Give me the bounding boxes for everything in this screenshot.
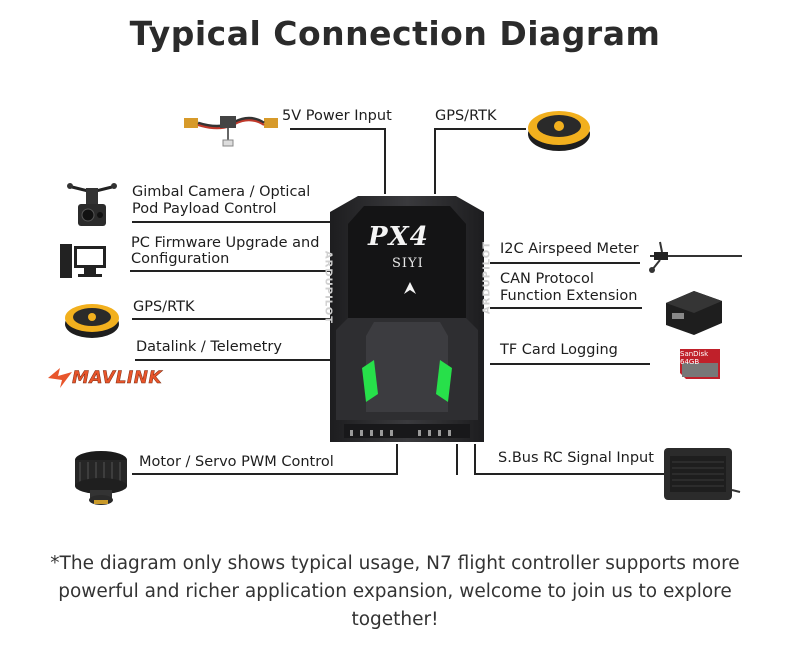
label-can-2: Function Extension bbox=[500, 288, 638, 304]
label-pc-2: Configuration bbox=[131, 251, 230, 267]
label-gimbal-2: Pod Payload Control bbox=[132, 201, 277, 217]
line-i2c bbox=[490, 262, 640, 264]
label-can-1: CAN Protocol bbox=[500, 271, 594, 287]
line-power bbox=[290, 128, 385, 130]
line-sbus-v bbox=[474, 444, 476, 475]
mavlink-wordmark: MAVLINK bbox=[72, 368, 163, 389]
line-sbus bbox=[474, 473, 664, 475]
can-module-image bbox=[666, 291, 722, 335]
line-sbus-v2 bbox=[456, 444, 458, 475]
label-sbus: S.Bus RC Signal Input bbox=[498, 450, 654, 466]
controller-brand: PX4 bbox=[368, 222, 429, 252]
line-gps-top-v bbox=[434, 128, 436, 194]
gps-module-left-image bbox=[65, 304, 119, 338]
line-gps-left bbox=[132, 318, 332, 320]
rc-receiver-image bbox=[664, 448, 741, 500]
label-datalink: Datalink / Telemetry bbox=[136, 339, 282, 355]
line-datalink bbox=[135, 359, 332, 361]
line-can bbox=[490, 307, 642, 309]
label-pc-1: PC Firmware Upgrade and bbox=[131, 235, 320, 251]
label-i2c: I2C Airspeed Meter bbox=[500, 241, 639, 257]
controller-side-text-right: ARDUPILOT bbox=[481, 240, 493, 315]
footnote: *The diagram only shows typical usage, N… bbox=[50, 553, 740, 630]
label-power: 5V Power Input bbox=[282, 108, 392, 124]
label-motor: Motor / Servo PWM Control bbox=[139, 454, 334, 470]
airspeed-meter-image bbox=[649, 241, 742, 273]
label-gps-top: GPS/RTK bbox=[435, 108, 497, 124]
label-tf: TF Card Logging bbox=[500, 342, 618, 358]
controller-side-text-left: ARDUPILOT bbox=[322, 250, 334, 325]
motor-image bbox=[75, 451, 127, 505]
gimbal-camera-image bbox=[67, 183, 117, 226]
line-pc bbox=[130, 270, 332, 272]
flight-controller-image bbox=[330, 196, 484, 442]
tf-card-label: SanDisk 64GB bbox=[680, 350, 709, 366]
tf-card-image bbox=[680, 349, 720, 379]
line-power-v bbox=[384, 128, 386, 194]
controller-maker: SIYI bbox=[392, 256, 424, 271]
label-gimbal-1: Gimbal Camera / Optical bbox=[132, 184, 311, 200]
line-gps-top bbox=[434, 128, 526, 130]
line-motor-v bbox=[396, 444, 398, 475]
label-gps-left: GPS/RTK bbox=[133, 299, 195, 315]
mavlink-logo bbox=[48, 368, 72, 388]
line-gimbal bbox=[132, 221, 332, 223]
line-motor bbox=[132, 473, 397, 475]
power-cable-image bbox=[184, 116, 278, 147]
gps-module-top-image bbox=[528, 111, 590, 151]
line-tf bbox=[490, 363, 650, 365]
page-title: Typical Connection Diagram bbox=[129, 14, 661, 53]
pc-computer-image bbox=[60, 244, 106, 278]
